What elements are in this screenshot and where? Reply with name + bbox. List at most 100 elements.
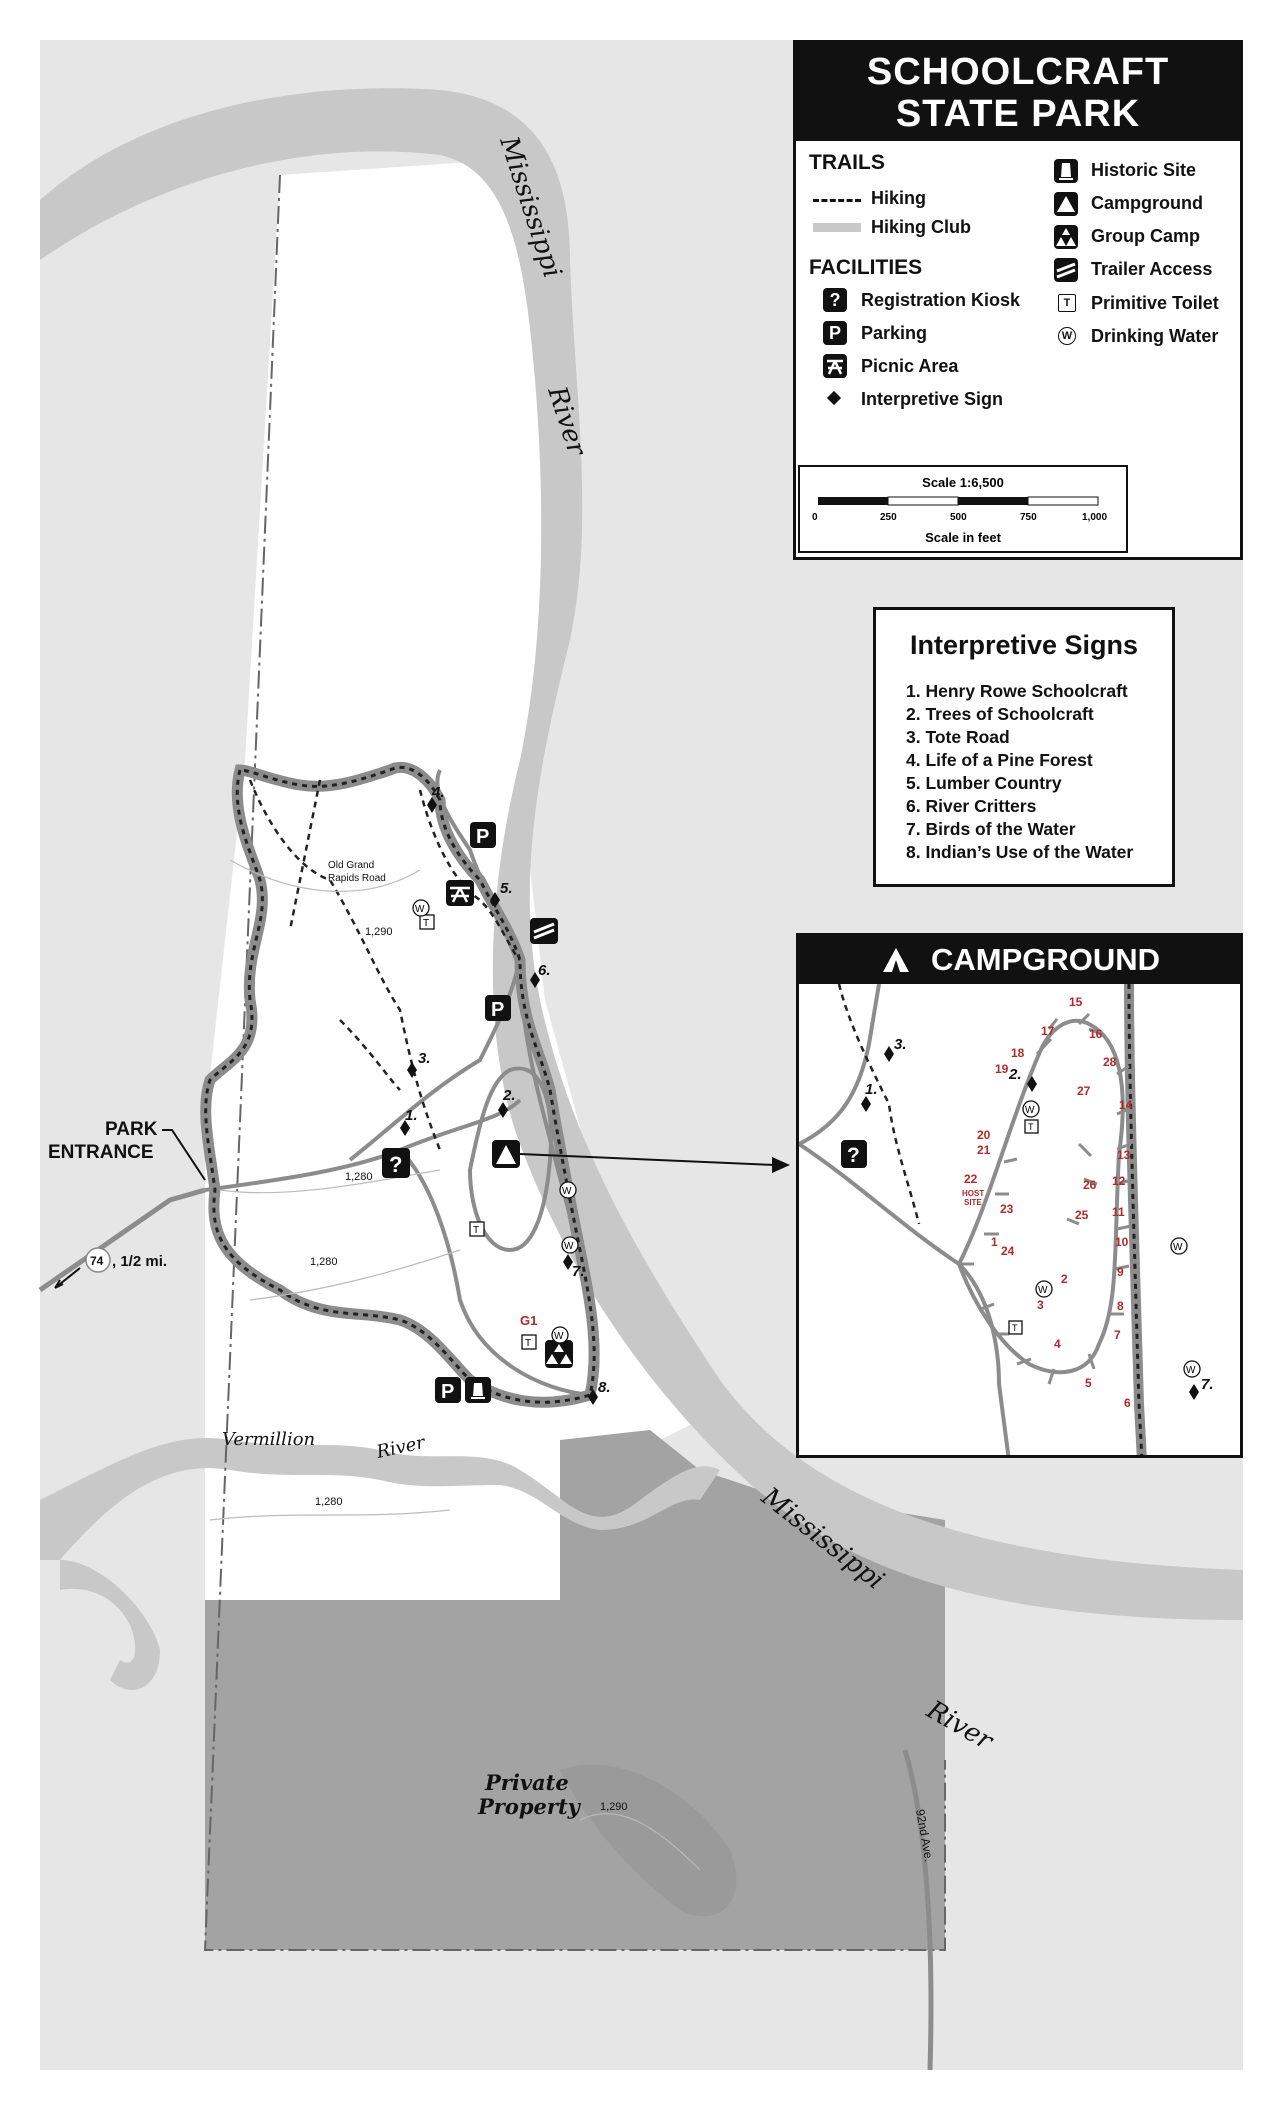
- svg-text:16: 16: [1089, 1027, 1103, 1041]
- ave-92nd: [902, 1749, 934, 2071]
- highway-number: 74: [90, 1254, 104, 1268]
- vermillion-oxbow: [60, 1560, 160, 1690]
- water-icon: W: [412, 899, 430, 917]
- private-lake: [560, 1764, 737, 1917]
- highway-shield: [85, 1247, 111, 1273]
- svg-text:1.: 1.: [865, 1081, 878, 1098]
- svg-text:27: 27: [1077, 1084, 1091, 1098]
- svg-text:25: 25: [1075, 1208, 1089, 1222]
- parking-icon: P: [485, 995, 511, 1021]
- svg-text:8: 8: [1117, 1299, 1124, 1313]
- svg-text:26: 26: [1083, 1178, 1097, 1192]
- parking-icon: P: [823, 321, 847, 345]
- campground-title: CAMPGROUND: [799, 936, 1240, 984]
- water-icon: W: [1058, 327, 1076, 345]
- svg-text:1: 1: [991, 1235, 998, 1249]
- park-entrance-label: ENTRANCE: [48, 1142, 154, 1163]
- svg-text:6: 6: [1124, 1396, 1131, 1410]
- contour-label: 1,280: [310, 1256, 338, 1268]
- arrow-head: [772, 1157, 790, 1173]
- host-site-label: SITE: [964, 1198, 982, 1207]
- svg-text:T: T: [423, 918, 429, 929]
- scale-tick: 250: [880, 512, 897, 523]
- legend-parking: Parking: [861, 323, 928, 343]
- legend-group-camp: Group Camp: [1091, 226, 1201, 246]
- group-site-label: G1: [520, 1313, 537, 1328]
- parking-icon: P: [470, 822, 496, 848]
- svg-text:5.: 5.: [500, 880, 513, 897]
- svg-text:?: ?: [847, 1144, 860, 1167]
- interpretive-signs-panel: Interpretive Signs 1. Henry Rowe Schoolc…: [873, 607, 1175, 887]
- svg-text:?: ?: [389, 1152, 402, 1177]
- diamond-icon: [826, 390, 842, 406]
- svg-text:23: 23: [1000, 1202, 1014, 1216]
- tent-icon: [1054, 192, 1078, 216]
- campground-road: [467, 1066, 553, 1253]
- park-boundary: [203, 174, 946, 1951]
- contour-label: 1,290: [600, 1801, 628, 1813]
- scale-tick: 0: [812, 512, 818, 523]
- hiking-dashed-line-icon: [813, 199, 861, 202]
- legend-registration: Registration Kiosk: [861, 290, 1021, 310]
- svg-text:P: P: [441, 1381, 454, 1403]
- svg-text:3: 3: [1037, 1298, 1044, 1312]
- scale-tick: 1,000: [1082, 512, 1108, 523]
- svg-text:11: 11: [1112, 1205, 1125, 1219]
- svg-text:15: 15: [1069, 995, 1083, 1009]
- tent-icon: [883, 948, 909, 972]
- svg-text:2.: 2.: [1008, 1066, 1022, 1083]
- svg-text:P: P: [491, 999, 504, 1021]
- svg-text:17: 17: [1041, 1024, 1055, 1038]
- water-icon: W: [559, 1181, 577, 1199]
- tent-icon: [492, 1140, 520, 1168]
- highway-74: [38, 1187, 206, 1293]
- svg-text:7.: 7.: [1201, 1376, 1214, 1393]
- contour-label: 1,290: [365, 926, 393, 938]
- svg-text:9: 9: [1117, 1265, 1124, 1279]
- parking-icon: P: [435, 1377, 461, 1403]
- vermillion-river: [40, 1438, 720, 1560]
- svg-text:2: 2: [1061, 1272, 1068, 1286]
- toilet-icon: T: [469, 1221, 485, 1237]
- picnic-table-icon: [823, 354, 847, 378]
- legend-hiking: Hiking: [871, 188, 927, 208]
- svg-text:10: 10: [1115, 1235, 1129, 1249]
- legend-trailer-access: Trailer Access: [1091, 259, 1213, 279]
- signs-title: Interpretive Signs: [909, 630, 1139, 660]
- sign-item: 4. Life of a Pine Forest: [906, 750, 1093, 770]
- contour-line: [209, 859, 701, 1871]
- svg-text:13: 13: [1117, 1148, 1131, 1162]
- mississippi-river: [40, 88, 1243, 1620]
- private-label: Private: [484, 1770, 569, 1795]
- svg-text:T: T: [473, 1225, 479, 1236]
- sign-item: 6. River Critters: [906, 796, 1037, 816]
- legend-drinking-water: Drinking Water: [1091, 326, 1219, 346]
- svg-text:W: W: [1038, 1285, 1048, 1296]
- legend-hiking-club: Hiking Club: [871, 217, 971, 237]
- svg-text:T: T: [1012, 1323, 1018, 1333]
- legend-historic-site: Historic Site: [1091, 160, 1197, 180]
- campground-inset-arrow: [519, 1153, 776, 1166]
- scale-bar-graphic: [818, 496, 1099, 506]
- group-camp-icon: [545, 1340, 573, 1368]
- contour-label: 1,280: [345, 1171, 373, 1183]
- campground-inset: CAMPGROUND 1. 3. 2. 7. ? W T W: [796, 933, 1243, 1458]
- sign-item: 8. Indian’s Use of the Water: [906, 842, 1134, 862]
- registration-kiosk-icon: ?: [382, 1148, 410, 1178]
- facilities-heading: FACILITIES: [809, 256, 923, 279]
- svg-text:7: 7: [1114, 1328, 1121, 1342]
- svg-text:W: W: [415, 904, 425, 915]
- legend-picnic: Picnic Area: [861, 356, 959, 376]
- historic-site-icon: [1054, 159, 1078, 183]
- svg-text:8.: 8.: [598, 1379, 611, 1396]
- svg-text:6.: 6.: [538, 962, 551, 979]
- old-road-label: Rapids Road: [328, 873, 386, 884]
- svg-text:W: W: [554, 1331, 564, 1342]
- signs-list: 1. Henry Rowe Schoolcraft 2. Trees of Sc…: [906, 680, 1133, 864]
- water-icon: W: [551, 1326, 569, 1344]
- toilet-icon: T: [1058, 294, 1076, 312]
- svg-text:4: 4: [1054, 1337, 1061, 1351]
- interpretive-sign-marker: 1. 2. 3. 4. 5. 6. 7. 8.: [400, 784, 611, 1405]
- private-label: Property: [477, 1794, 582, 1819]
- svg-text:W: W: [1186, 1365, 1196, 1376]
